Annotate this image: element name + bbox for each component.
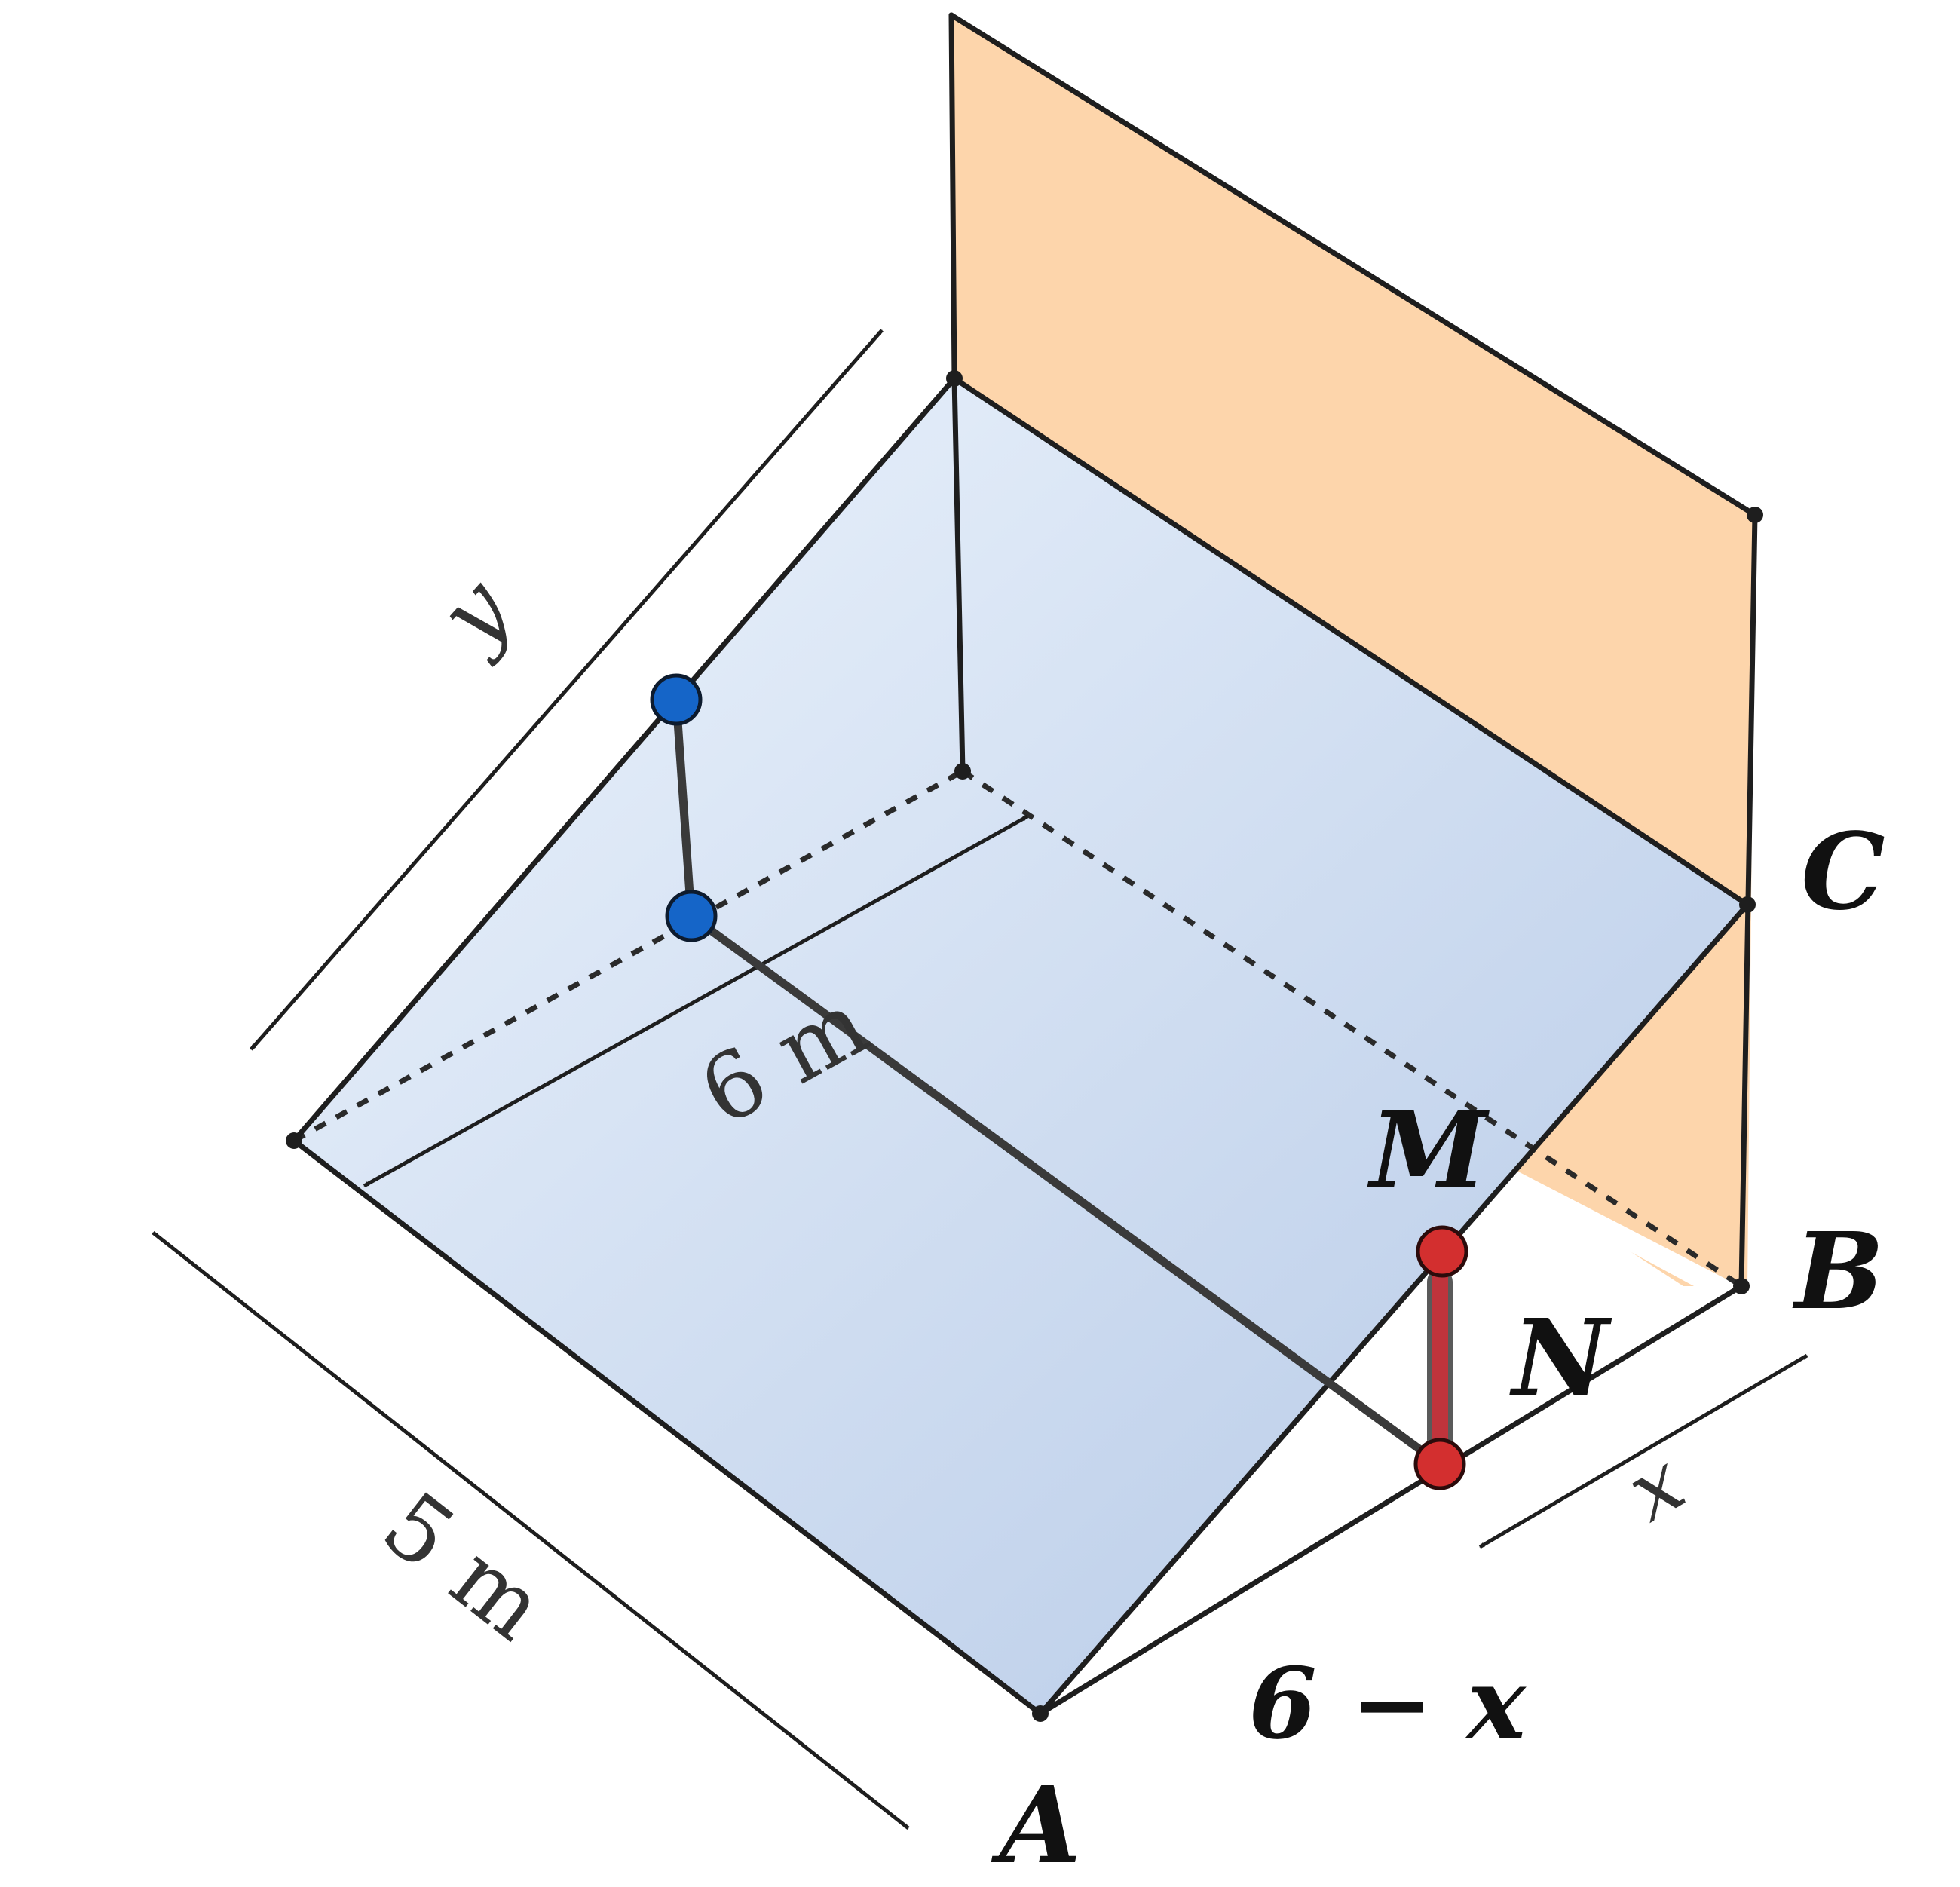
- vertex-wall-corner: [1747, 507, 1763, 523]
- label-A: A: [991, 1764, 1082, 1887]
- floor-gap: [1462, 1146, 1741, 1312]
- hidden-edge-floor: [961, 769, 1743, 1288]
- pole-edge: [951, 375, 966, 774]
- point-blue-top: [650, 673, 703, 726]
- dimension-arrow-6m: [363, 814, 1029, 1188]
- ramp-top-edge: [951, 375, 1750, 908]
- vertex-B: [1733, 1278, 1750, 1294]
- dimension-arrow-y: [250, 329, 884, 1051]
- label-y: y: [416, 558, 531, 670]
- vertex-C: [1739, 896, 1756, 913]
- point-N: [1413, 1438, 1466, 1490]
- label-M: M: [1367, 1089, 1490, 1213]
- label-B: B: [1792, 1210, 1884, 1334]
- point-blue-bottom: [665, 890, 718, 942]
- dimension-arrow-x: [1478, 1353, 1808, 1549]
- vertex-pole-base: [954, 763, 971, 780]
- label-N: N: [1509, 1297, 1612, 1420]
- vertex-A: [1032, 1705, 1049, 1722]
- label-x: x: [1611, 1433, 1700, 1540]
- wall-left-edge: [948, 12, 957, 381]
- ramp-right-edge: [1037, 902, 1750, 1717]
- rod-diagonal: [687, 911, 1444, 1469]
- wall-top-edge: [948, 12, 1758, 518]
- dimension-arrow-5m: [152, 1231, 910, 1830]
- label-C: C: [1801, 810, 1885, 934]
- vertex-left: [286, 1132, 302, 1149]
- rod-blue-vertical: [672, 695, 696, 921]
- vertex-top: [946, 370, 963, 387]
- label-5m: 5 m: [363, 1472, 563, 1661]
- point-M: [1416, 1225, 1468, 1278]
- label-6-minus-x: 6 − x: [1248, 1646, 1527, 1761]
